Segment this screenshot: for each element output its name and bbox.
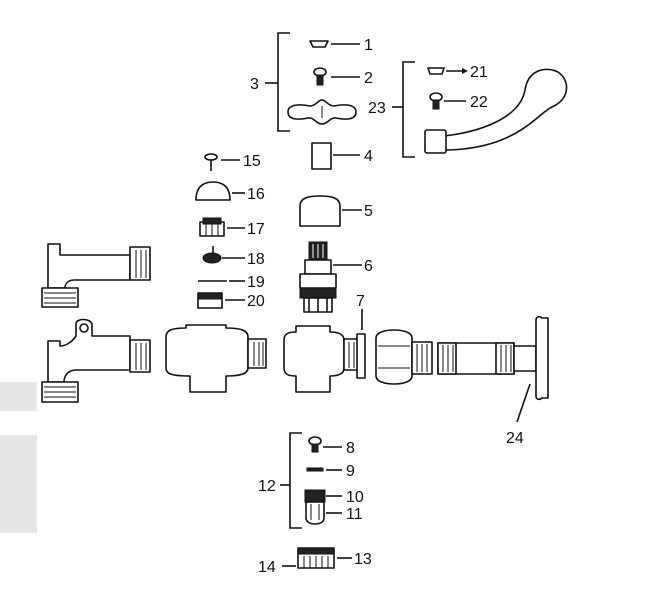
callout-17: 17: [247, 221, 265, 238]
callout-22: 22: [470, 94, 488, 111]
part-15-screw: [204, 153, 218, 161]
part-11-seat: [305, 501, 325, 525]
bracket-3: [277, 32, 290, 132]
part-18-washer: [202, 252, 222, 264]
part-9-o-ring: [306, 467, 324, 472]
callout-10: 10: [346, 489, 364, 506]
part-23-wrist-blade: [443, 68, 568, 151]
side-panel-bottom: [0, 435, 37, 533]
callout-6: 6: [364, 258, 373, 275]
callout-4: 4: [364, 148, 373, 165]
callout-14: 14: [258, 559, 276, 576]
callout-3: 3: [250, 76, 259, 93]
callout-18: 18: [247, 251, 265, 268]
callout-16: 16: [247, 186, 265, 203]
callout-9: 9: [346, 463, 355, 480]
part-16-dome-cap: [195, 181, 231, 201]
callout-5: 5: [364, 203, 373, 220]
center-valve-body: [283, 325, 361, 393]
part-1-cap: [309, 40, 329, 48]
callout-19: 19: [247, 274, 265, 291]
callout-11: 11: [346, 506, 363, 523]
callout-12: 12: [258, 478, 276, 495]
part-10-stem: [304, 489, 326, 503]
lower-spout: [41, 318, 151, 403]
part-24-flange: [513, 315, 549, 401]
callout-24: 24: [506, 430, 524, 447]
upper-spout: [41, 243, 151, 308]
bracket-12: [289, 432, 302, 529]
callout-13: 13: [354, 551, 372, 568]
coupling-nut: [375, 329, 433, 385]
part-7-gasket: [356, 333, 366, 379]
part-5-cap: [299, 195, 341, 227]
callout-2: 2: [364, 70, 373, 87]
nipple-pipe: [437, 342, 515, 375]
part-13-aerator: [297, 547, 335, 569]
callout-21: 21: [470, 64, 488, 81]
part-4-insert: [311, 142, 332, 170]
callout-1: 1: [364, 37, 373, 54]
part-21-cap: [427, 67, 445, 75]
callout-20: 20: [247, 293, 265, 310]
callout-23: 23: [368, 100, 386, 117]
callout-8: 8: [346, 440, 355, 457]
part-6-cartridge: [299, 241, 337, 313]
bracket-23: [402, 61, 415, 158]
left-valve-body: [165, 324, 267, 393]
callout-15: 15: [243, 153, 261, 170]
side-panel-top: [0, 382, 37, 411]
callout-7: 7: [356, 293, 365, 310]
